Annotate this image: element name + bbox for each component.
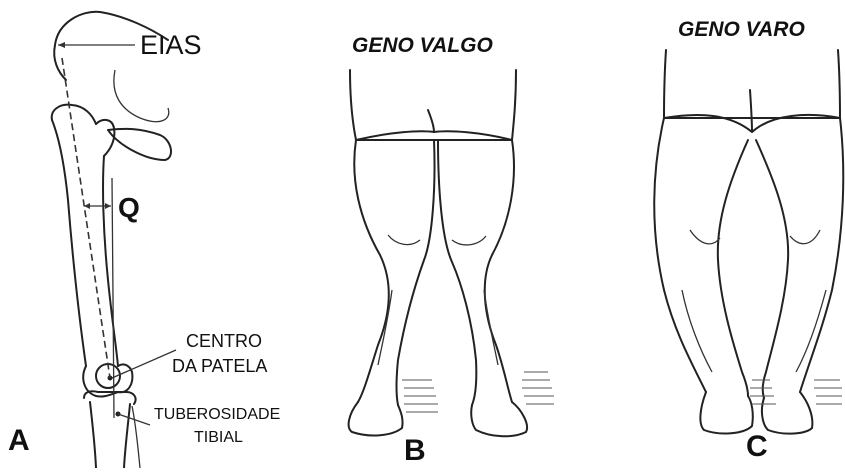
valgo-title: GENO VALGO <box>352 34 493 58</box>
femur-shaft-left <box>52 120 86 366</box>
valgo-left-leg-outer <box>354 140 388 402</box>
varo-left-calf-detail <box>682 290 712 372</box>
varo-right-foot <box>762 392 812 434</box>
varo-left-foot <box>700 392 752 433</box>
q-axis-vertical-line <box>112 178 114 418</box>
tuberosidade-label-line1: TUBEROSIDADE <box>154 406 280 424</box>
q-angle-label: Q <box>118 192 140 224</box>
femur-head <box>52 105 96 124</box>
femur-shaft-right <box>103 156 118 366</box>
panel-a-letter: A <box>8 424 30 458</box>
pubic-outline <box>108 129 171 160</box>
centro-label-line2: DA PATELA <box>172 356 267 377</box>
valgo-left-leg-inner <box>397 140 435 405</box>
varo-right-leg-inner <box>756 140 788 398</box>
greater-trochanter <box>96 120 114 156</box>
panel-c-letter: C <box>746 430 768 464</box>
tuberosidade-label-line2: TIBIAL <box>194 429 243 447</box>
varus-legs-drawing <box>654 50 843 434</box>
valgo-left-knee-detail <box>388 235 420 245</box>
valgo-right-leg-inner <box>438 140 476 405</box>
varo-left-knee-detail <box>690 230 720 244</box>
valgo-right-leg-outer <box>485 140 514 402</box>
eias-label: EIAS <box>140 30 202 61</box>
pelvis-inner-curve <box>114 70 169 122</box>
q-arrowhead-left <box>84 203 90 209</box>
varo-left-leg-outer <box>654 118 706 392</box>
tibia-shaft-right <box>124 404 130 468</box>
eias-arrowhead <box>58 42 65 48</box>
varo-right-knee-detail <box>790 230 820 244</box>
centro-label-line1: CENTRO <box>186 331 262 352</box>
tibia-shaft-left <box>90 402 96 468</box>
varo-crotch <box>750 90 752 132</box>
valgo-left-foot <box>349 402 403 435</box>
femur-diagram <box>52 12 176 468</box>
panel-b-letter: B <box>404 434 426 468</box>
varo-title: GENO VARO <box>678 18 805 42</box>
fibula <box>132 406 140 468</box>
valgo-right-foot <box>471 402 527 436</box>
valgus-legs-drawing <box>349 70 554 436</box>
q-arrowhead-right <box>105 203 111 209</box>
varo-left-leg-inner <box>718 140 748 396</box>
valgo-ground-shadow <box>402 372 554 412</box>
valgo-crotch <box>428 110 434 132</box>
valgo-right-knee-detail <box>452 236 486 245</box>
